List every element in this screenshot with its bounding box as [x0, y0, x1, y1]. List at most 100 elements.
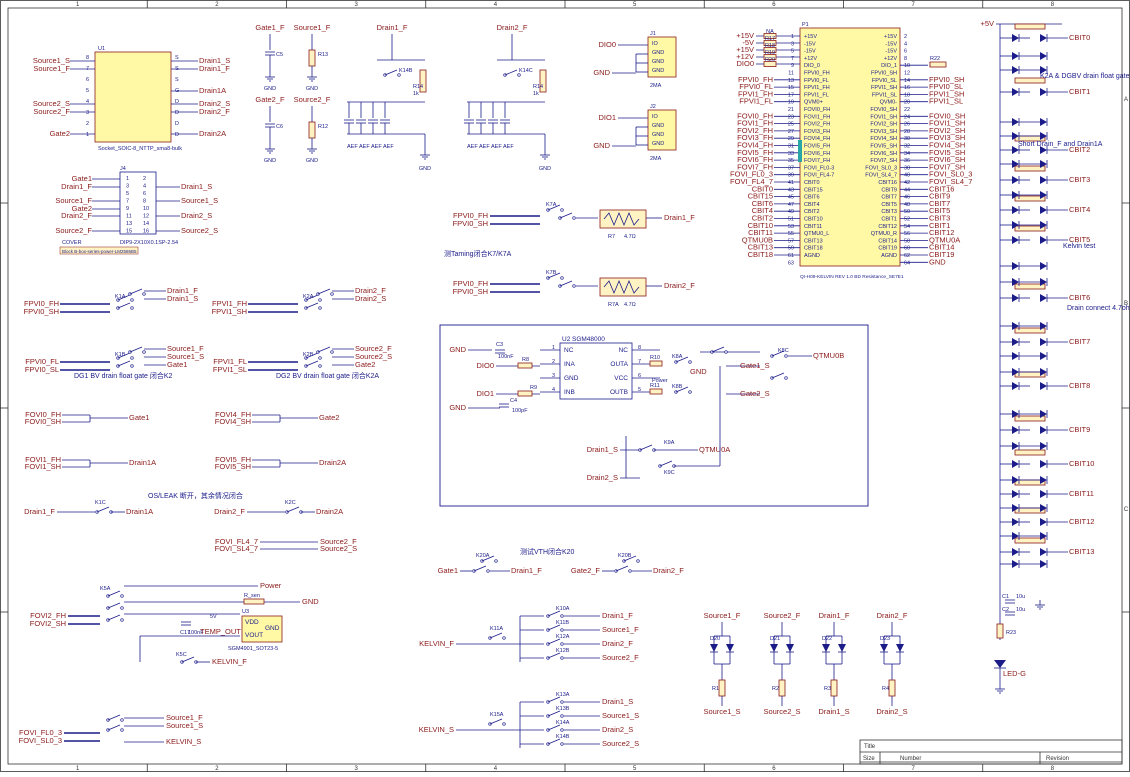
p1-pin-number: 38	[904, 165, 910, 171]
switch-contact	[724, 350, 728, 354]
tvs-resistor-ref: R2	[772, 686, 779, 692]
dio-note: 2MA	[650, 83, 662, 89]
switch-contact	[560, 700, 564, 704]
u1-net-left: Source1_F	[33, 64, 70, 73]
led-icon	[994, 660, 1006, 668]
led-diode-icon	[1012, 426, 1019, 434]
temp-input-net: FOVI2_FH	[30, 611, 66, 620]
u1-pin-number: G	[175, 88, 179, 94]
kelvin-relay-ref: K11B	[556, 620, 569, 626]
p1-r22-ref: R22	[930, 56, 940, 62]
p1-pin-number: 21	[788, 107, 794, 113]
switch-blade	[559, 212, 573, 219]
col3-part-ref: C6	[276, 124, 283, 130]
driver-qtmu0a-net: QTMU0A	[699, 445, 730, 454]
p1-right-net: FPVI0_SL	[929, 82, 963, 91]
p1-inner-right-pin: FPVI1_SH	[871, 85, 897, 91]
led-diode-icon	[1040, 322, 1047, 330]
led-cbit-net: CBIT10	[1069, 459, 1094, 468]
col3-net-label: Gate2_F	[255, 95, 285, 104]
tvs-top-net: Source2_F	[764, 611, 801, 620]
fovi47-output-net: Source2_F	[320, 537, 357, 546]
led-cap-ref: C1	[1002, 594, 1009, 600]
u1-pin-number: D	[175, 121, 179, 127]
driver-resistor-ref: R8	[522, 357, 529, 363]
p1-inner-right-pin: FOVI1_SH	[870, 114, 897, 120]
p1-supply-resistor	[763, 40, 777, 46]
p1-inner-right-pin: FOVI_SL4_7	[865, 173, 897, 179]
temp-ic-ref: U3	[242, 609, 249, 615]
relay-caption: DG1 BV drain float gate 闭合K2	[74, 371, 173, 380]
switch-blade	[547, 272, 561, 279]
u1-socket: U1 Socket_SOIC-8_NTTP_sma8-bulk Source1_…	[33, 46, 230, 152]
relay-ref: K2B	[303, 352, 314, 358]
tvs-diode-icon	[880, 644, 888, 652]
u1-net-right: Drain1A	[199, 86, 226, 95]
p1-ref: P1	[802, 22, 809, 28]
fovi47-output-net: Source2_S	[320, 544, 357, 553]
driver-dio0-net: DIO0	[476, 361, 494, 370]
switch-contact	[318, 356, 322, 360]
switch-blade	[711, 346, 725, 353]
tvs-resistor-ref: R3	[824, 686, 831, 692]
u1-pin-number: 5	[86, 88, 89, 94]
p1-inner-right-pin: FOVI0_SH	[870, 107, 897, 113]
led-diode-icon	[1040, 191, 1047, 199]
col3-gnd-label: GND	[264, 86, 276, 92]
p1-highlight-marker	[798, 140, 802, 162]
dio-net-label: DIO0	[598, 40, 616, 49]
switch-blade	[117, 352, 131, 359]
p1-pin-number: 60	[904, 246, 910, 252]
p1-pin-number: 3	[791, 41, 794, 47]
p1-pin-number: 14	[904, 78, 910, 84]
switch-contact	[572, 216, 576, 220]
relay-input-net: FPVI0_SH	[24, 307, 59, 316]
led-diode-icon	[1040, 426, 1047, 434]
p1-pin-number: 22	[904, 107, 910, 113]
p1-pin-number: 27	[788, 129, 794, 135]
led-note: Kelvin test	[1063, 243, 1095, 250]
u1-pin-number: 7	[86, 66, 89, 72]
kelvin-relay-ref: K10A	[556, 606, 570, 612]
led-cbit-net: CBIT5	[1069, 235, 1090, 244]
p1-left-net: CBIT11	[748, 228, 773, 237]
p1-inner-left-pin: -15V	[804, 49, 816, 55]
p1-right-net: FOVI_SL0_3	[929, 170, 972, 179]
column-marker: 8	[1051, 766, 1055, 772]
column-marker: 2	[215, 2, 219, 8]
driver-power-net: Power	[652, 378, 668, 384]
driver-pin-right: VCC	[614, 375, 628, 382]
driver-gate2-net: Gate2_S	[740, 389, 770, 398]
p1-inner-left-pin: +15V	[804, 34, 817, 40]
dio-ref: J1	[650, 31, 656, 37]
u1-body	[94, 51, 172, 143]
tvs-resistor-ref: R1	[712, 686, 719, 692]
switch-blade	[117, 302, 131, 309]
switch-blade	[305, 294, 319, 301]
p1-pin-number: 44	[904, 187, 910, 193]
temp-relay-ref: K5C	[176, 652, 187, 658]
led-note: Drain connect 4.7ohm	[1067, 305, 1130, 312]
relay-input-net: FPVI1_SL	[213, 365, 247, 374]
j4-pin-number: 9	[126, 206, 129, 212]
led-diode-icon	[1012, 442, 1019, 450]
p1-inner-right-pin: AGND	[881, 253, 897, 259]
driver-dio1-net: DIO1	[476, 389, 494, 398]
led-diode-icon	[1012, 176, 1019, 184]
led-diode-icon	[1012, 160, 1019, 168]
j4-net-left: Source2_F	[55, 226, 92, 235]
led-resistor	[1014, 449, 1046, 456]
revision-label: Revision	[1046, 756, 1069, 762]
temp-cap-value: 100nF	[188, 630, 204, 636]
dio-connectors: DIO0J1IOGNDGNDGNDGND2MADIO1J2IOGNDGNDGND…	[593, 31, 677, 162]
j4-net-right: Source1_S	[181, 196, 218, 205]
driver-gnd-net: GND	[449, 345, 466, 354]
p1-inner-left-pin: CBIT0	[804, 180, 820, 186]
col4-cap-value: AEF	[467, 144, 478, 150]
kelvin-output-net: Drain2_F	[602, 639, 633, 648]
r7-input-net: FPVI0_SH	[453, 219, 488, 228]
r7-resistor	[599, 209, 647, 229]
